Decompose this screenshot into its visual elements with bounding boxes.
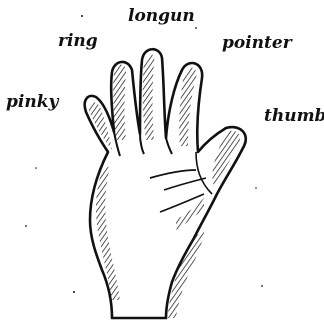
- speckle: [35, 167, 37, 169]
- label-ring: ring: [58, 33, 98, 50]
- shade-wrist-right: [168, 232, 204, 318]
- label-longun: longun: [128, 8, 195, 25]
- shade-palm-left: [96, 166, 120, 300]
- shade-ring: [113, 65, 126, 141]
- speckle: [195, 27, 197, 29]
- palm-crease-upper: [150, 170, 196, 178]
- speckle: [255, 187, 257, 189]
- speckle: [73, 291, 75, 293]
- shade-longun: [143, 55, 155, 141]
- speckle: [25, 225, 27, 227]
- palm-crease-middle: [164, 178, 206, 190]
- shade-pointer: [179, 68, 196, 146]
- speckle: [81, 15, 83, 17]
- finger-gap-longun-pointer: [166, 138, 172, 154]
- label-pinky: pinky: [6, 94, 58, 111]
- label-pointer: pointer: [222, 35, 292, 52]
- finger-gap-ring-longun: [140, 134, 144, 154]
- speckle: [261, 285, 263, 287]
- label-thumb: thumb: [264, 108, 324, 125]
- thumb-crease: [196, 152, 212, 194]
